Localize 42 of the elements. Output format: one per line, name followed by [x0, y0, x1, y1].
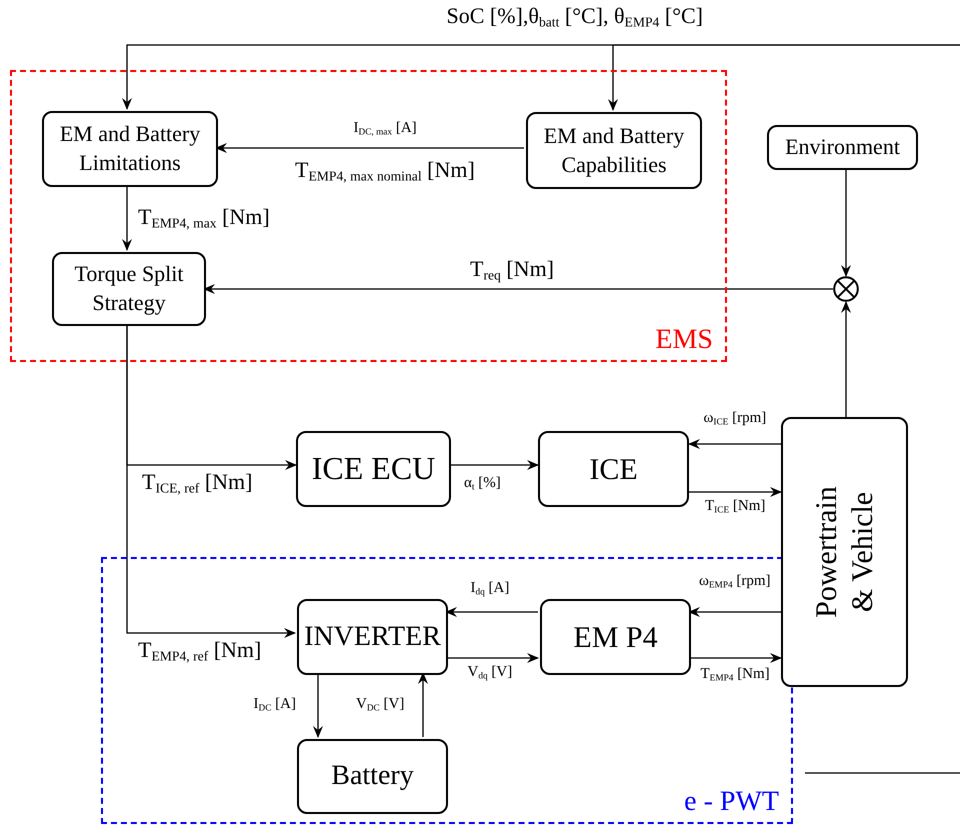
block-box [781, 417, 908, 687]
edge-label: I$_{dq}$ [A] [468, 580, 512, 598]
edge-label: V$_{dq}$ [V] [466, 664, 514, 682]
block-label: ICE [589, 452, 638, 488]
signal-arrow [688, 439, 781, 449]
block-label: EM and Battery Capabilities [542, 122, 686, 179]
group-title: e - PWT [684, 786, 779, 818]
block-label: Powertrain & Vehicle [808, 486, 880, 618]
signal-arrow [689, 653, 782, 663]
edge-label: V$_{DC}$ [V] [354, 696, 406, 714]
signal-arrow [608, 44, 960, 111]
signal-arrow [451, 460, 539, 470]
signal-arrow [841, 301, 851, 417]
edge-label: α$_{t}$ [%] [462, 475, 503, 493]
block-label: ICE ECU [312, 449, 436, 488]
edge-label: I$_{DC}$ [A] [252, 696, 298, 714]
block-box [296, 431, 451, 507]
block-box [540, 599, 691, 675]
signal-arrow [122, 185, 132, 251]
block-box [297, 739, 448, 814]
block-box [767, 125, 918, 170]
signal-arrow [689, 487, 782, 497]
edge-label: I$_{DC, max}$ [A] [352, 120, 419, 138]
signal-arrow [313, 673, 323, 738]
group-title: EMS [655, 324, 713, 356]
edge-label: ω$_{ICE}$ [rpm] [702, 410, 768, 428]
block-label: INVERTER [304, 620, 441, 654]
block-label: EM P4 [573, 620, 658, 656]
signal-arrow [841, 170, 851, 277]
block-box [42, 111, 218, 187]
block-label: Battery [331, 759, 414, 794]
signal-arrow [418, 672, 428, 737]
block-box [538, 431, 689, 507]
block-label: EM and Battery Limitations [58, 120, 202, 177]
block-label: Torque Split Strategy [73, 260, 185, 317]
signal-arrow [446, 653, 539, 663]
block-box [52, 252, 206, 326]
signal-arrow [126, 324, 296, 638]
block-box [526, 112, 702, 189]
block-label: Environment [785, 133, 900, 162]
edge-label: T$_{ICE}$ [Nm] [703, 498, 768, 516]
block-box [297, 599, 448, 675]
